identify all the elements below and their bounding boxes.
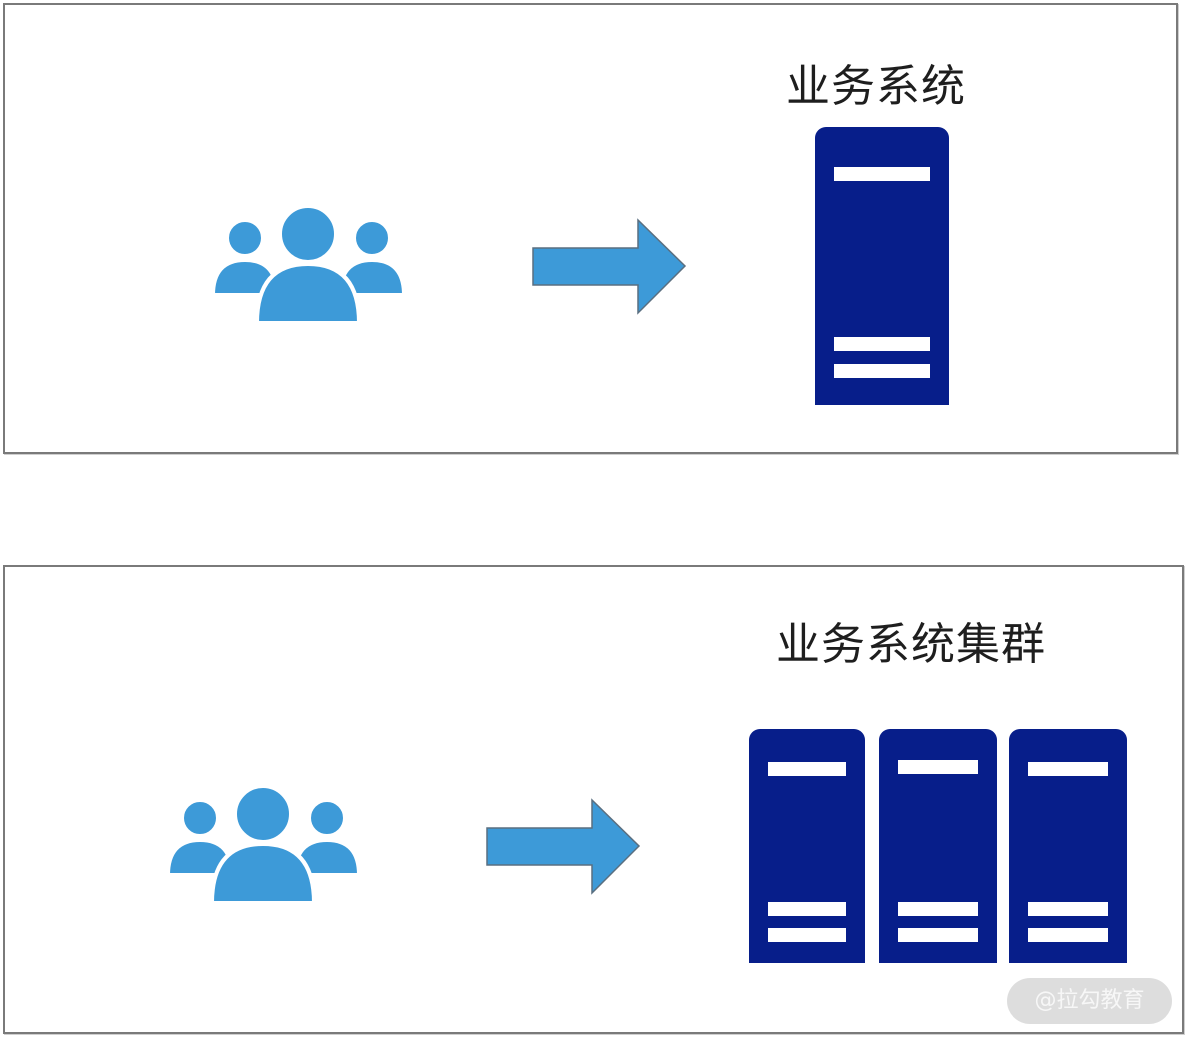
users-icon bbox=[210, 204, 407, 325]
server-icon bbox=[815, 127, 949, 405]
users-icon bbox=[165, 784, 362, 905]
cluster-title: 业务系统集群 bbox=[776, 619, 1046, 670]
server-icon bbox=[749, 729, 865, 963]
single-system-title: 业务系统 bbox=[786, 61, 966, 112]
server-icon bbox=[879, 729, 997, 963]
single-system-panel bbox=[3, 3, 1178, 454]
watermark: @拉勾教育 bbox=[1007, 978, 1172, 1024]
arrow-right-icon bbox=[486, 798, 641, 895]
server-icon bbox=[1009, 729, 1127, 963]
arrow-right-icon bbox=[532, 218, 687, 315]
